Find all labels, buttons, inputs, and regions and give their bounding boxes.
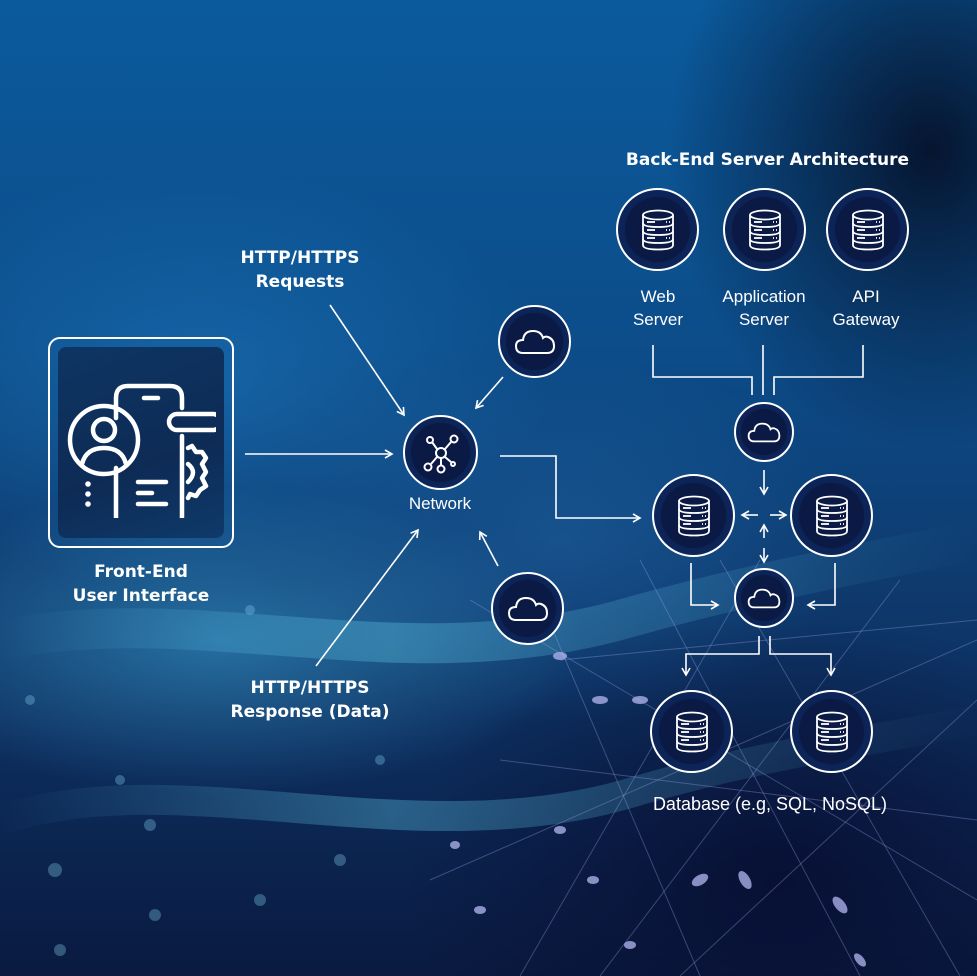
cloud-icon [507, 596, 548, 621]
middle-server-left-node[interactable] [652, 474, 735, 557]
web-server-label: Web Server [598, 285, 718, 331]
server-database-icon [641, 209, 674, 250]
server-database-icon [677, 495, 710, 536]
server-database-icon [675, 711, 708, 752]
application-server-node[interactable] [723, 188, 806, 271]
requests-line1: HTTP/HTTPS [240, 248, 360, 268]
network-label: Network [408, 494, 472, 513]
cloud-icon [514, 329, 555, 354]
server-database-icon [815, 495, 848, 536]
web-server-line1: Web [640, 287, 676, 306]
application-server-line1: Application [722, 287, 806, 306]
backend-hub-cloud-node[interactable] [734, 402, 794, 462]
frontend-title-line1: Front-End [94, 562, 188, 582]
application-server-line2: Server [738, 310, 790, 329]
web-server-line2: Server [632, 310, 684, 329]
cloud-icon [747, 422, 781, 442]
database-node-right[interactable] [790, 690, 873, 773]
api-gateway-line2: Gateway [832, 310, 900, 329]
mobile-user-settings-icon [67, 383, 216, 518]
server-database-icon [748, 209, 781, 250]
response-label: HTTP/HTTPS Response (Data) [210, 676, 410, 724]
cloud-node-top[interactable] [498, 305, 571, 378]
cloud-icon [747, 588, 781, 608]
requests-label: HTTP/HTTPS Requests [210, 246, 390, 294]
web-server-node[interactable] [616, 188, 699, 271]
network-node[interactable] [403, 415, 478, 490]
frontend-title: Front-End User Interface [48, 560, 234, 608]
server-database-icon [815, 711, 848, 752]
api-gateway-line1: API [852, 287, 880, 306]
response-line1: HTTP/HTTPS [250, 678, 370, 698]
cloud-node-bottom[interactable] [491, 572, 564, 645]
api-gateway-label: API Gateway [806, 285, 926, 331]
api-gateway-node[interactable] [826, 188, 909, 271]
requests-line2: Requests [255, 272, 345, 292]
middle-server-right-node[interactable] [790, 474, 873, 557]
server-database-icon [851, 209, 884, 250]
backend-title: Back-End Server Architecture [625, 150, 910, 170]
frontend-title-line2: User Interface [72, 586, 210, 606]
database-node-left[interactable] [650, 690, 733, 773]
application-server-label: Application Server [704, 285, 824, 331]
frontend-card [48, 337, 234, 548]
response-line2: Response (Data) [230, 702, 390, 722]
network-hub-icon [423, 434, 458, 473]
database-label: Database (e.g, SQL, NoSQL) [652, 794, 888, 814]
backend-lower-cloud-node[interactable] [734, 568, 794, 628]
